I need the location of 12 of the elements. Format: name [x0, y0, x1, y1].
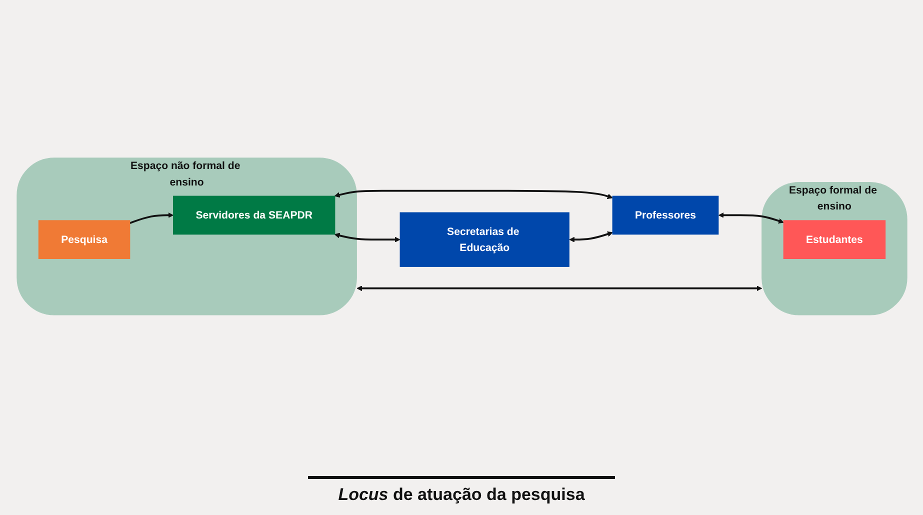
- node-box: Professores: [612, 195, 718, 234]
- node-box: Secretarias de Educação: [399, 212, 569, 266]
- bracket-caption: Locus de atuação da pesquisa: [308, 476, 615, 505]
- node-box: Estudantes: [782, 220, 886, 259]
- node-box: Servidores da SEAPDR: [172, 195, 335, 234]
- arrow: [129, 212, 174, 224]
- arrow: [718, 212, 784, 224]
- arrow: [334, 232, 400, 242]
- arrow: [356, 285, 762, 291]
- arrow: [334, 189, 612, 198]
- arrow: [568, 230, 612, 242]
- node-box: Pesquisa: [38, 220, 130, 259]
